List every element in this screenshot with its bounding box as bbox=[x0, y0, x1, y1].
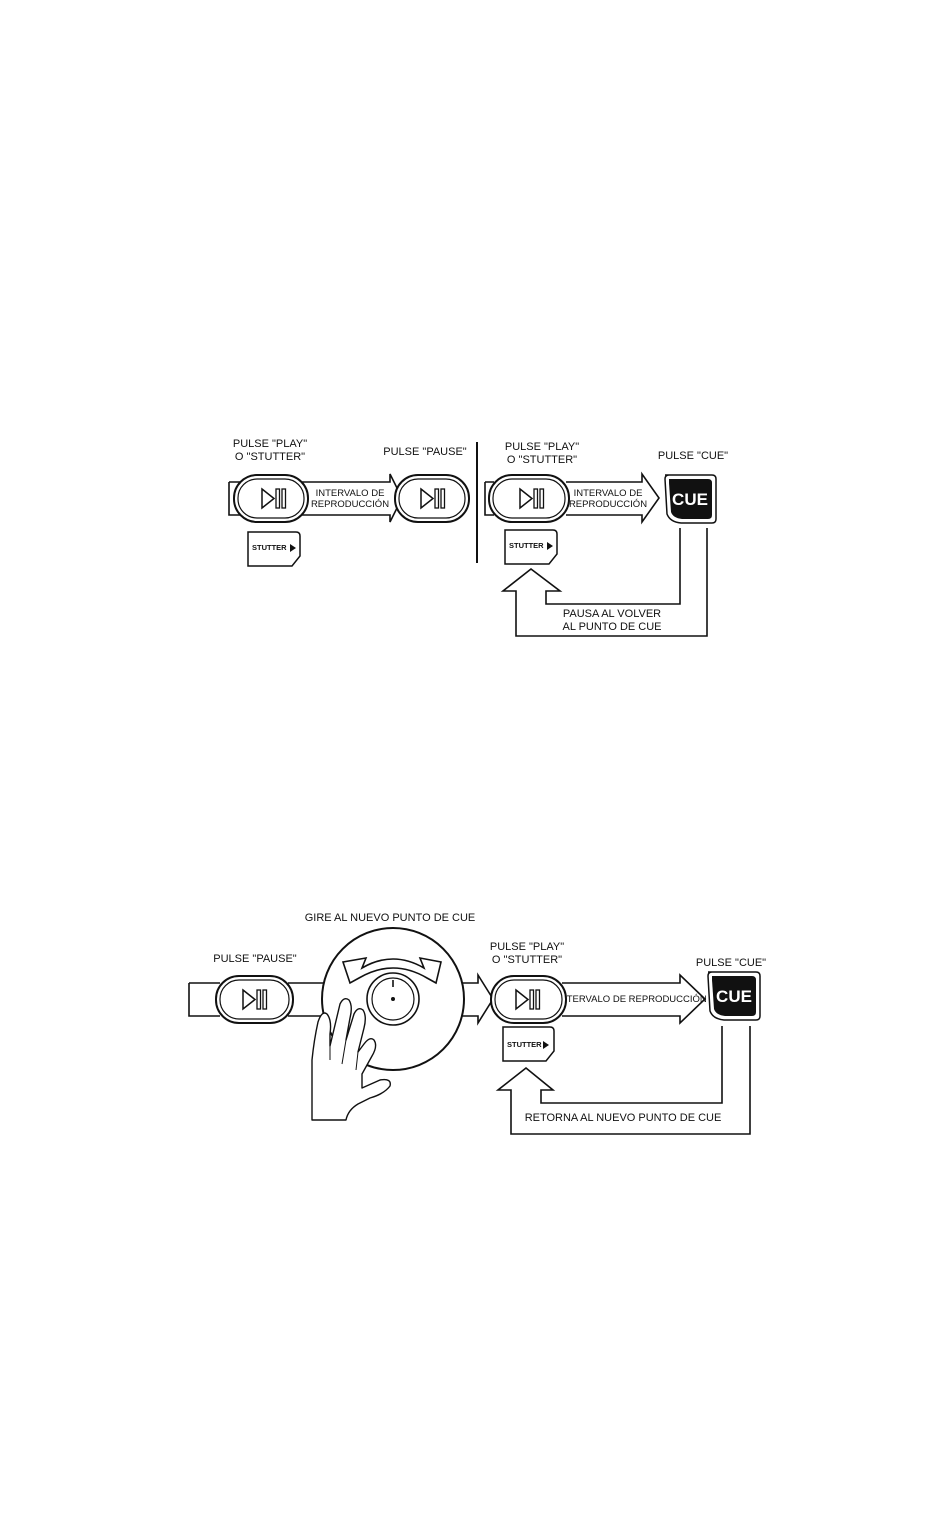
play-pause-button[interactable] bbox=[215, 975, 294, 1024]
entry-arrow-stub bbox=[188, 982, 220, 1017]
label-press-play: PULSE "PLAY" bbox=[233, 438, 307, 450]
return-loop-arrow bbox=[500, 528, 708, 637]
play-triangle-icon bbox=[290, 544, 296, 552]
stutter-button[interactable]: STUTTER bbox=[504, 529, 558, 565]
play-pause-button[interactable] bbox=[488, 474, 570, 523]
play-pause-button[interactable] bbox=[490, 975, 567, 1024]
play-pause-button[interactable] bbox=[233, 474, 309, 523]
playback-interval-label: REPRODUCCIÓN bbox=[569, 499, 647, 510]
cue-button[interactable]: CUE bbox=[707, 971, 761, 1021]
play-pause-icon bbox=[515, 988, 541, 1011]
diagram-2: PULSE "PAUSE" GIRE AL NUEVO PUNTO DE CUE… bbox=[188, 912, 766, 1135]
playback-interval-label: REPRODUCCIÓN bbox=[311, 499, 389, 510]
label-press-cue: PULSE "CUE" bbox=[696, 957, 766, 969]
play-triangle-icon bbox=[543, 1041, 549, 1049]
label-rotate-to-cue: GIRE AL NUEVO PUNTO DE CUE bbox=[305, 912, 476, 924]
label-press-pause: PULSE "PAUSE" bbox=[213, 953, 297, 965]
stutter-label: STUTTER bbox=[252, 543, 287, 552]
playback-interval-label: INTERVALO DE REPRODUCCIÓN bbox=[557, 994, 707, 1005]
playback-interval-label: INTERVALO DE bbox=[316, 488, 385, 499]
stutter-label: STUTTER bbox=[509, 541, 544, 550]
label-press-cue: PULSE "CUE" bbox=[658, 450, 728, 462]
play-pause-button[interactable] bbox=[394, 474, 470, 523]
stutter-label: STUTTER bbox=[507, 1040, 542, 1049]
play-pause-icon bbox=[261, 487, 287, 510]
return-label: AL PUNTO DE CUE bbox=[562, 621, 661, 633]
play-pause-icon bbox=[420, 487, 446, 510]
diagram-1: PULSE "PLAY" O "STUTTER" PULSE "PAUSE" I… bbox=[228, 438, 728, 637]
label-press-play: PULSE "PLAY" bbox=[505, 441, 579, 453]
stutter-button[interactable]: STUTTER bbox=[247, 531, 301, 567]
playback-interval-label: INTERVALO DE bbox=[574, 488, 643, 499]
diagram-1-left: PULSE "PLAY" O "STUTTER" PULSE "PAUSE" I… bbox=[228, 438, 470, 567]
label-or-stutter: O "STUTTER" bbox=[235, 451, 305, 463]
play-pause-icon bbox=[519, 487, 545, 510]
label-press-play: PULSE "PLAY" bbox=[490, 941, 564, 953]
label-or-stutter: O "STUTTER" bbox=[492, 954, 562, 966]
return-label: RETORNA AL NUEVO PUNTO DE CUE bbox=[525, 1112, 722, 1124]
cue-label: CUE bbox=[672, 490, 708, 509]
rotate-arrows-icon bbox=[341, 956, 442, 985]
return-label: PAUSA AL VOLVER bbox=[563, 608, 661, 620]
hand-icon bbox=[311, 997, 391, 1121]
entry-arrow-stub bbox=[484, 481, 494, 516]
label-or-stutter: O "STUTTER" bbox=[507, 454, 577, 466]
return-loop-arrow bbox=[495, 1026, 751, 1135]
label-press-pause: PULSE "PAUSE" bbox=[383, 446, 467, 458]
play-triangle-icon bbox=[547, 542, 553, 550]
playback-arrow bbox=[566, 471, 660, 525]
diagram-1-right: PULSE "PLAY" O "STUTTER" PULSE "CUE" INT… bbox=[484, 441, 728, 637]
cue-button[interactable]: CUE bbox=[664, 474, 717, 524]
stutter-button[interactable]: STUTTER bbox=[502, 1026, 555, 1062]
play-pause-icon bbox=[242, 988, 268, 1011]
cue-label: CUE bbox=[716, 987, 752, 1006]
entry-arrow-stub bbox=[228, 481, 240, 516]
playback-arrow bbox=[562, 973, 707, 1025]
